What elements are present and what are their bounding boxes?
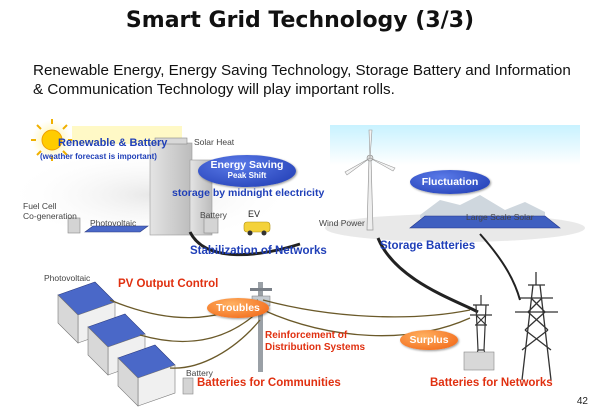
batteries-networks-label: Batteries for Networks	[430, 377, 553, 389]
renewable-battery-label: Renewable & Battery	[58, 137, 168, 149]
battery-bottom-label: Battery	[186, 368, 213, 378]
wind-turbine-icon	[344, 129, 396, 231]
house-row-3	[117, 344, 176, 407]
subtitle: Renewable Energy, Energy Saving Technolo…	[33, 62, 571, 98]
stabilization-label: Stabilization of Networks	[190, 245, 327, 257]
photovoltaic-bottom-label: Photovoltaic	[44, 273, 91, 283]
batteries-communities-label: Batteries for Communities	[197, 377, 341, 389]
page-number: 42	[576, 396, 588, 407]
reinforcement-label-line-1: Reinforcement of	[265, 330, 348, 341]
photovoltaic-panel-top	[84, 225, 149, 233]
energy-saving-badge: Energy Saving Peak Shift	[198, 155, 296, 187]
reinforcement-label-line-2: Distribution Systems	[265, 342, 366, 353]
ev-label: EV	[248, 209, 261, 219]
large-scale-solar-label: Large Scale Solar	[466, 212, 534, 222]
peak-shift-text: Peak Shift	[227, 171, 267, 180]
battery-box-bottom	[182, 377, 194, 395]
solar-heat-label: Solar Heat	[194, 137, 235, 147]
battery-network-box	[463, 351, 495, 371]
energy-saving-text: Energy Saving	[210, 159, 284, 171]
fluctuation-badge: Fluctuation	[410, 170, 490, 194]
arc-wind-to-tower	[479, 233, 521, 301]
storage-midnight-label: storage by midnight electricity	[172, 187, 325, 199]
power-lines	[109, 299, 471, 369]
sunlight-band	[72, 126, 182, 144]
sun-icon	[41, 129, 63, 151]
co-generation-label: Co-generation	[23, 211, 77, 221]
fuel-cell-unit	[67, 217, 81, 234]
solar-heat-panel	[154, 137, 188, 145]
battery-box-top	[203, 217, 219, 234]
battery-top-label: Battery	[200, 210, 227, 220]
transmission-tower-large-icon	[515, 272, 558, 381]
arc-storage-batteries	[376, 237, 479, 314]
weather-forecast-label: (weather forecast is important)	[40, 152, 157, 161]
page-title: Smart Grid Technology (3/3)	[125, 8, 475, 33]
photovoltaic-top-label: Photovoltaic	[90, 218, 137, 228]
large-scale-solar-panel	[409, 215, 561, 229]
ev-car-icon	[243, 221, 271, 236]
storage-batteries-label: Storage Batteries	[380, 240, 476, 252]
surplus-badge: Surplus	[400, 330, 458, 350]
troubles-badge: Troubles	[207, 298, 269, 318]
mountain-range	[420, 195, 545, 218]
fuel-cell-label: Fuel Cell	[23, 201, 57, 211]
wind-power-label: Wind Power	[319, 218, 365, 228]
pv-output-control-label: PV Output Control	[118, 278, 219, 290]
arc-stabilization	[188, 231, 301, 257]
